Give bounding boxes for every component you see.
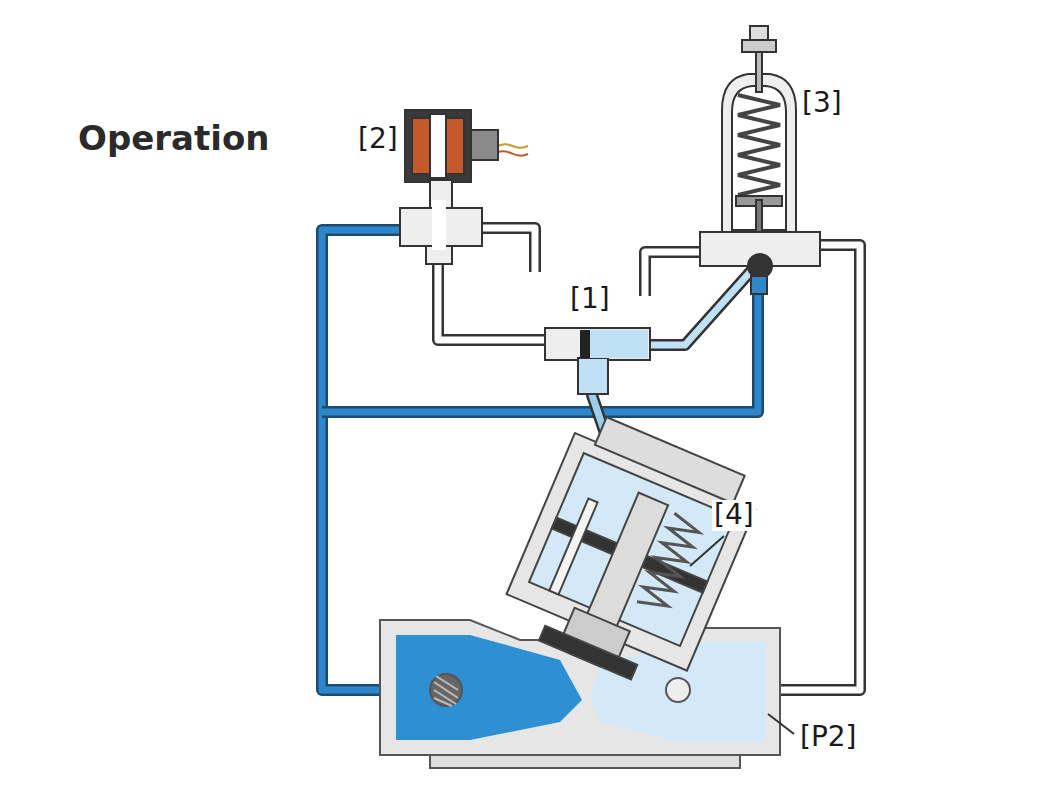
needle-valve-tee bbox=[545, 328, 650, 394]
callout-number: [2] bbox=[356, 124, 400, 155]
main-valve-body bbox=[380, 620, 780, 768]
leader-lines bbox=[690, 536, 794, 734]
callout-number: [4] bbox=[712, 500, 756, 531]
valve-bonnet bbox=[495, 408, 766, 698]
callout-number: [P2] bbox=[798, 722, 859, 753]
diagram-title: Operation bbox=[78, 120, 269, 157]
pressure-pilot bbox=[700, 26, 820, 294]
callout-number: [1] bbox=[568, 284, 612, 315]
solenoid-valve bbox=[400, 110, 528, 264]
callout-number: [3] bbox=[800, 88, 844, 119]
